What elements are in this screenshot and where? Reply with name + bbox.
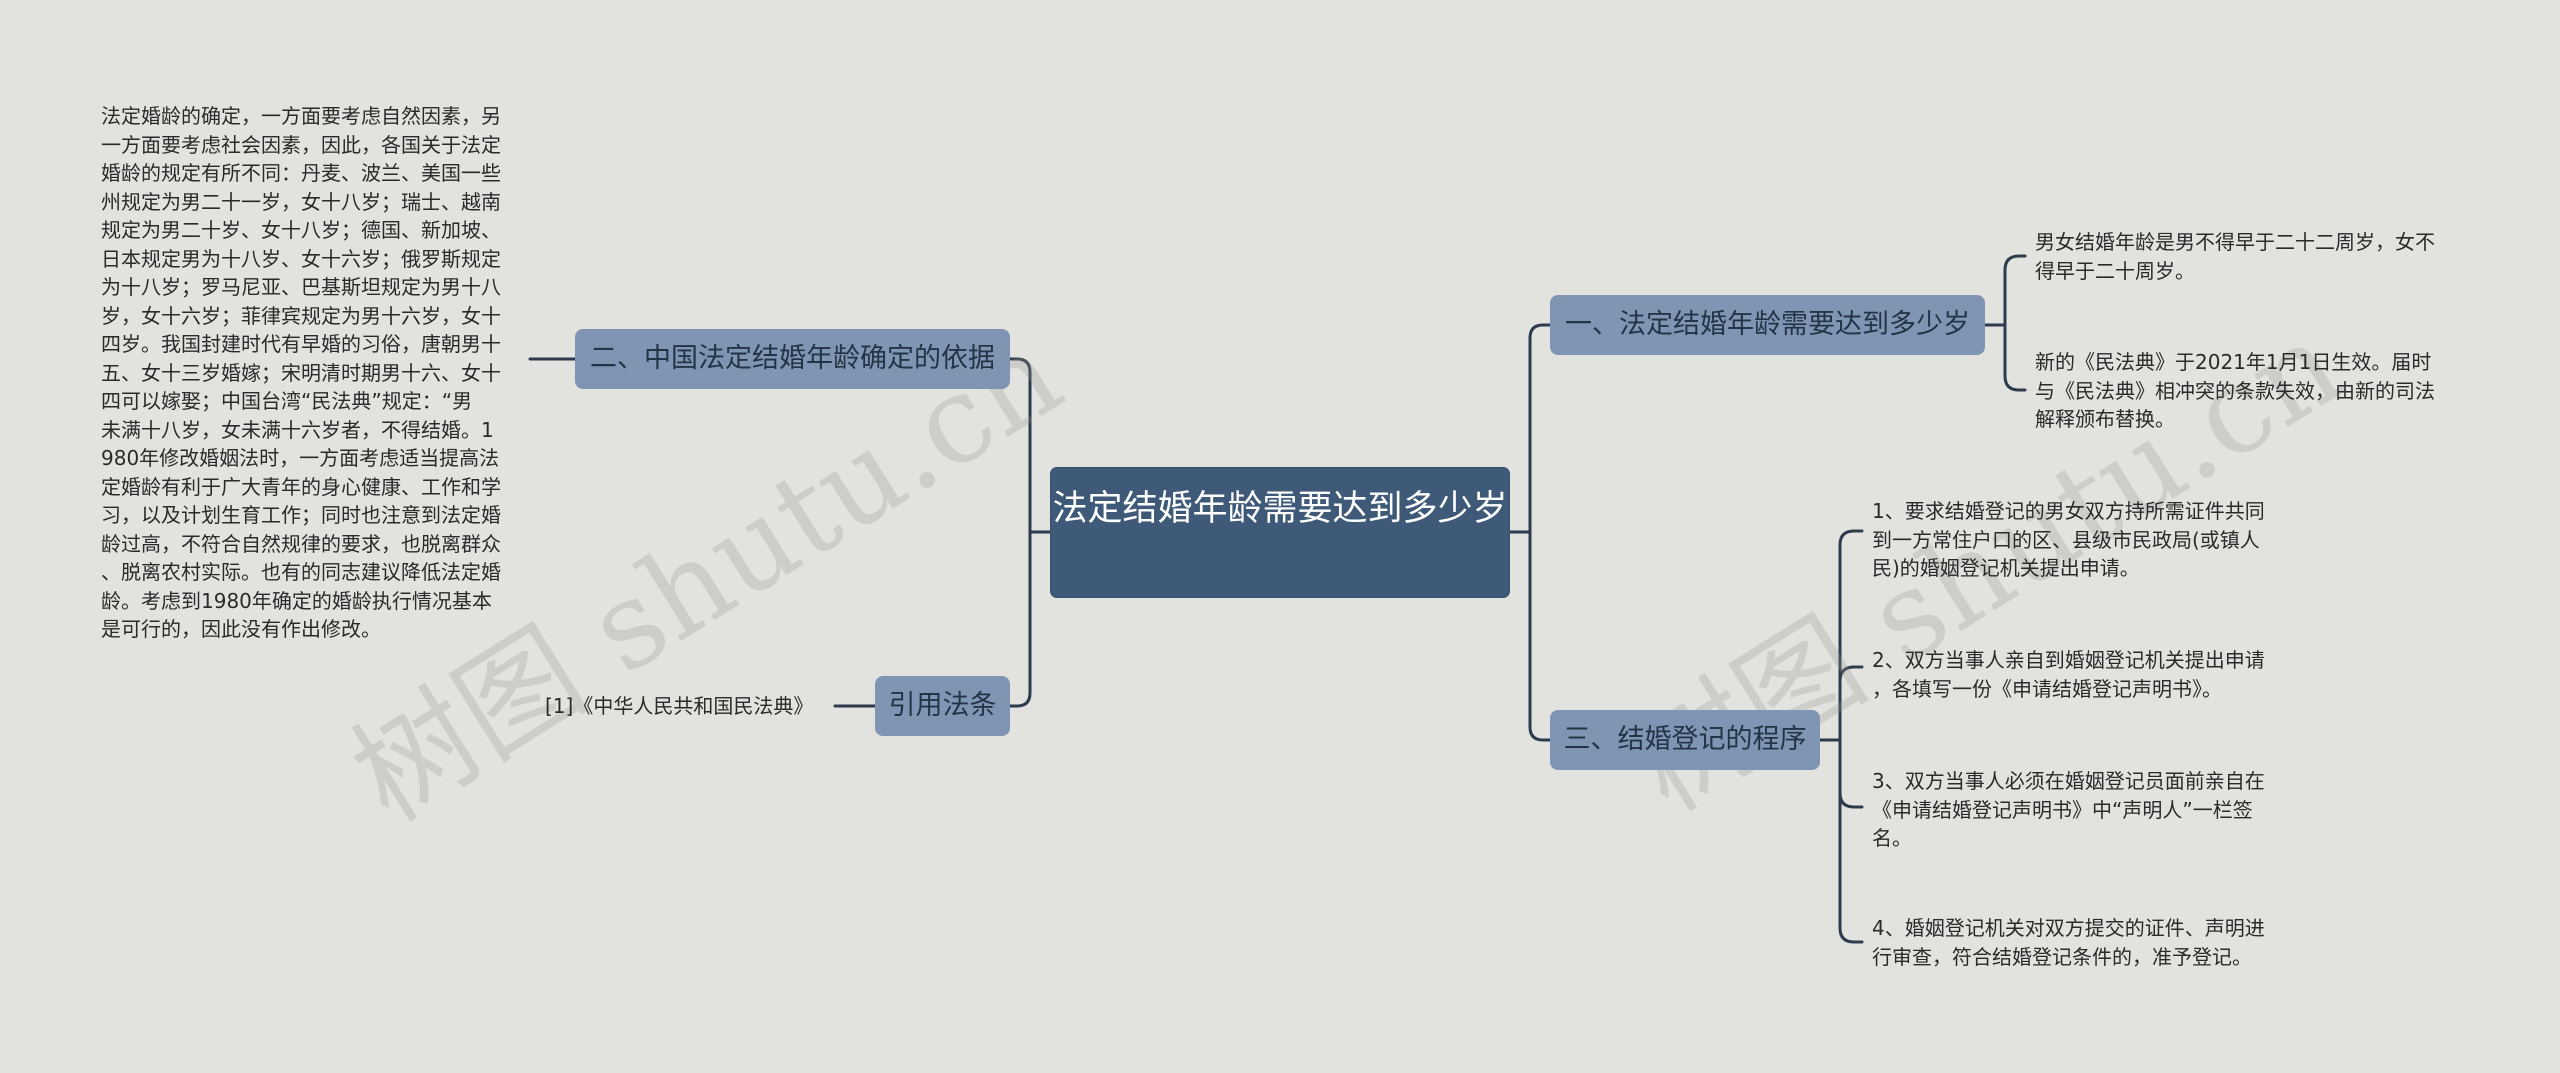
leaf-cited-civil-code: [1]《中华人民共和国民法典》 [545,694,814,718]
connector-right2-leaves [1818,529,1864,944]
connector-root-right1 [1508,323,1552,534]
leaf-procedure-step-4: 4、婚姻登记机关对双方提交的证件、声明进 行审查，符合结婚登记条件的，准予登记。 [1872,916,2265,969]
root-topic[interactable]: 法定结婚年龄需要达到多少岁 [1050,467,1510,598]
leaf-procedure-step-2: 2、双方当事人亲自到婚姻登记机关提出申请 ，各填写一份《申请结婚登记声明书》。 [1872,648,2265,701]
branch-basis-of-marriage-age[interactable]: 二、中国法定结婚年龄确定的依据 [575,329,1010,389]
connector-right1-leaves [1983,254,2027,392]
leaf-procedure-step-1: 1、要求结婚登记的男女双方持所需证件共同 到一方常住户口的区、县级市民政局(或镇… [1872,499,2265,580]
leaf-age-requirement: 男女结婚年龄是男不得早于二十二周岁，女不 得早于二十周岁。 [2035,230,2435,283]
branch-legal-marriage-age[interactable]: 一、法定结婚年龄需要达到多少岁 [1550,295,1985,355]
connector-root-right2 [1528,530,1552,742]
branch-cited-law[interactable]: 引用法条 [875,676,1010,736]
leaf-civil-code-effective: 新的《民法典》于2021年1月1日生效。届时 与《民法典》相冲突的条款失效，由新… [2035,350,2435,431]
connector-root-left1 [1008,357,1052,534]
leaf-marriage-age-basis-text: 法定婚龄的确定，一方面要考虑自然因素，另 一方面要考虑社会因素，因此，各国关于法… [101,104,501,641]
connector-root-left2 [1008,530,1032,708]
branch-registration-procedure[interactable]: 三、结婚登记的程序 [1550,710,1820,770]
leaf-procedure-step-3: 3、双方当事人必须在婚姻登记员面前亲自在 《申请结婚登记声明书》中“声明人”一栏… [1872,769,2265,850]
